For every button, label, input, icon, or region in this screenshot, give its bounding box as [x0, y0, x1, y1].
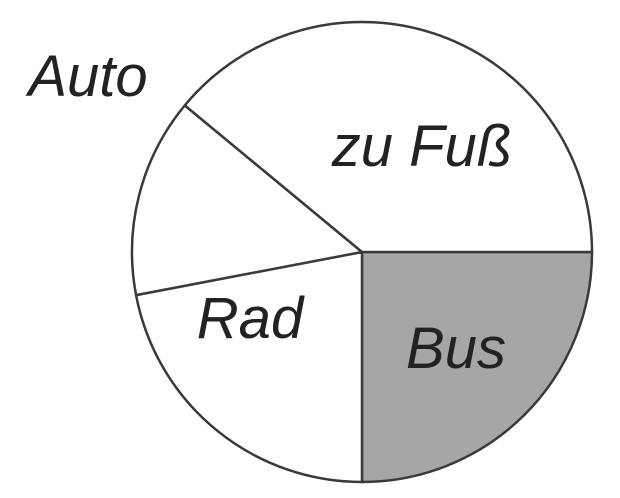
- pie-slice-auto: [130, 104, 364, 297]
- pie-slices: [130, 20, 594, 484]
- pie-slice-zu-fuß: [183, 20, 594, 254]
- pie-label-rad: Rad: [197, 286, 305, 351]
- pie-label-bus: Bus: [406, 316, 506, 381]
- pie-labels: Bus Rad Auto zu Fuß: [25, 44, 512, 381]
- pie-label-auto: Auto: [25, 44, 147, 109]
- pie-slice-rad: [134, 250, 364, 484]
- pie-label-zu-fuß: zu Fuß: [331, 114, 513, 179]
- pie-slice-bus: [360, 250, 594, 484]
